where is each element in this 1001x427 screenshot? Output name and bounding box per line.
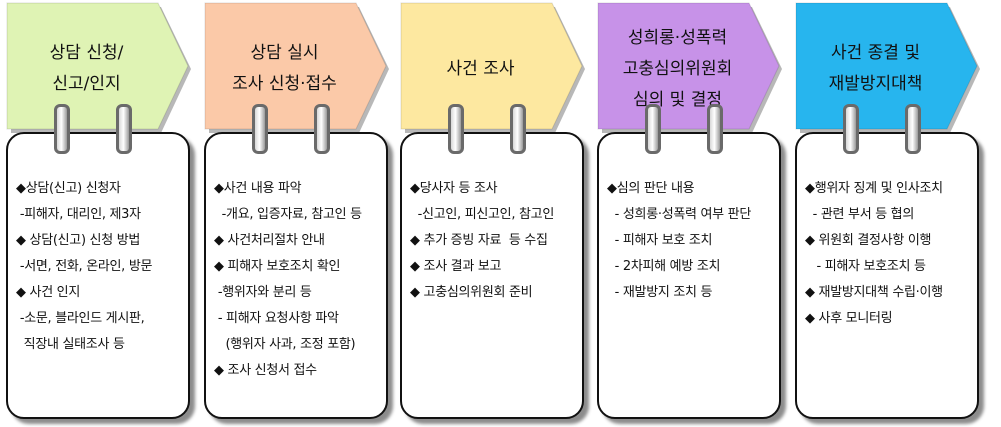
step-detail-line: ◆상담(신고) 신청자: [16, 181, 121, 196]
step-title: 상담 신청/신고/인지: [14, 6, 159, 132]
step-detail-list: ◆사건 내용 파악 -개요, 입증자료, 참고인 등 ◆ 사건처리절차 안내 ◆ 피…: [214, 176, 390, 384]
step-detail-line: - 피해자 보호 조치: [607, 233, 713, 248]
binder-ring-icon: [54, 104, 70, 154]
step-detail-line: - 2차피해 예방 조치: [607, 259, 721, 274]
process-step: 상담 신청/신고/인지 ◆상담(신고) 신청자 -피해자, 대리인, 제3자 ◆ 상…: [6, 0, 194, 427]
step-detail-line: ◆ 상담(신고) 신청 방법: [16, 233, 141, 248]
step-detail-line: ◆ 사후 모니터링: [805, 311, 893, 326]
arrow-body: [400, 2, 583, 130]
step-detail-line: ◆사건 내용 파악: [214, 181, 302, 196]
step-detail-line: ◆ 고충심의위원회 준비: [410, 285, 533, 300]
arrow-body: [204, 2, 387, 130]
step-header-arrow: 사건 조사: [400, 2, 588, 136]
step-detail-line: (행위자 사과, 조정 포함): [214, 337, 356, 352]
binder-ring-icon: [116, 104, 132, 154]
step-title-line: 사건 종결 및: [830, 43, 920, 63]
step-detail-line: -서면, 전화, 온라인, 방문: [16, 259, 153, 274]
step-title-line: 성희롱·성폭력: [627, 27, 728, 48]
binder-ring-icon: [905, 104, 921, 154]
step-detail-list: ◆당사자 등 조사 -신고인, 피신고인, 참고인 ◆ 추가 증빙 자료 등 수집…: [410, 176, 586, 306]
arrow-body: [597, 2, 780, 130]
step-title-line: 상담 신청/: [49, 43, 124, 63]
binder-ring-icon: [843, 104, 859, 154]
step-detail-line: ◆ 재발방지대책 수립·이행: [805, 285, 943, 300]
step-title: 사건 조사: [408, 6, 553, 132]
step-detail-line: 직장내 실태조사 등: [16, 337, 125, 352]
step-detail-line: - 관련 부서 등 협의: [805, 207, 915, 222]
step-detail-card: ◆상담(신고) 신청자 -피해자, 대리인, 제3자 ◆ 상담(신고) 신청 방법…: [6, 132, 190, 419]
arrow-shape: [400, 2, 585, 133]
arrow-body: [795, 2, 978, 130]
step-title-line: 신고/인지: [52, 74, 121, 94]
binder-ring-icon: [707, 104, 723, 154]
step-title-line: 사건 조사: [446, 58, 515, 79]
step-detail-card: ◆사건 내용 파악 -개요, 입증자료, 참고인 등 ◆ 사건처리절차 안내 ◆ 피…: [204, 132, 388, 419]
binder-ring-icon: [448, 104, 464, 154]
binder-ring-icon: [314, 104, 330, 154]
binder-ring-icon: [252, 104, 268, 154]
step-detail-line: ◆행위자 징계 및 인사조치: [805, 181, 943, 196]
step-detail-card: ◆당사자 등 조사 -신고인, 피신고인, 참고인 ◆ 추가 증빙 자료 등 수집…: [400, 132, 584, 419]
step-detail-line: ◆ 사건처리절차 안내: [214, 233, 325, 248]
arrow-shape: [597, 2, 782, 133]
step-title-line: 고충심의위원회: [622, 58, 733, 79]
step-detail-list: ◆행위자 징계 및 인사조치 - 관련 부서 등 협의 ◆ 위원회 결정사항 이행…: [805, 176, 981, 332]
arrow-shape: [795, 2, 980, 133]
step-detail-list: ◆상담(신고) 신청자 -피해자, 대리인, 제3자 ◆ 상담(신고) 신청 방법…: [16, 176, 192, 358]
step-detail-line: ◆심의 판단 내용: [607, 181, 695, 196]
step-detail-line: ◆당사자 등 조사: [410, 181, 498, 196]
step-detail-line: ◆ 조사 결과 보고: [410, 259, 502, 274]
step-detail-line: -신고인, 피신고인, 참고인: [410, 207, 555, 222]
step-detail-line: ◆ 사건 인지: [16, 285, 81, 300]
step-detail-line: ◆ 피해자 보호조치 확인: [214, 259, 341, 274]
step-detail-line: -행위자와 분리 등: [214, 285, 312, 300]
step-title-line: 상담 실시: [250, 43, 319, 63]
step-detail-line: -소문, 블라인드 게시판,: [16, 311, 145, 326]
step-detail-line: ◆ 위원회 결정사항 이행: [805, 233, 932, 248]
step-title-line: 조사 신청·접수: [232, 74, 337, 94]
step-detail-card: ◆행위자 징계 및 인사조치 - 관련 부서 등 협의 ◆ 위원회 결정사항 이행…: [795, 132, 979, 419]
arrow-body: [6, 2, 189, 130]
step-detail-line: - 재발방지 조치 등: [607, 285, 713, 300]
binder-ring-icon: [510, 104, 526, 154]
binder-ring-icon: [645, 104, 661, 154]
step-detail-line: -개요, 입증자료, 참고인 등: [214, 207, 362, 222]
step-detail-line: ◆ 추가 증빙 자료 등 수집: [410, 233, 548, 248]
arrow-shape: [6, 2, 191, 133]
step-detail-card: ◆심의 판단 내용 - 성희롱·성폭력 여부 판단 - 피해자 보호 조치 - …: [597, 132, 781, 419]
step-header-arrow: 상담 신청/신고/인지: [6, 2, 194, 136]
step-detail-line: - 피해자 요청사항 파악: [214, 311, 339, 326]
step-detail-list: ◆심의 판단 내용 - 성희롱·성폭력 여부 판단 - 피해자 보호 조치 - …: [607, 176, 783, 306]
step-detail-line: -피해자, 대리인, 제3자: [16, 207, 141, 222]
step-detail-line: ◆ 조사 신청서 접수: [214, 363, 317, 378]
step-detail-line: - 성희롱·성폭력 여부 판단: [607, 207, 752, 222]
process-step: 사건 조사 ◆당사자 등 조사 -신고인, 피신고인, 참고인 ◆ 추가 증빙 자료…: [400, 0, 588, 427]
step-detail-line: - 피해자 보호조치 등: [805, 259, 926, 274]
step-title-line: 재발방지대책: [828, 74, 923, 94]
arrow-shape: [204, 2, 389, 133]
